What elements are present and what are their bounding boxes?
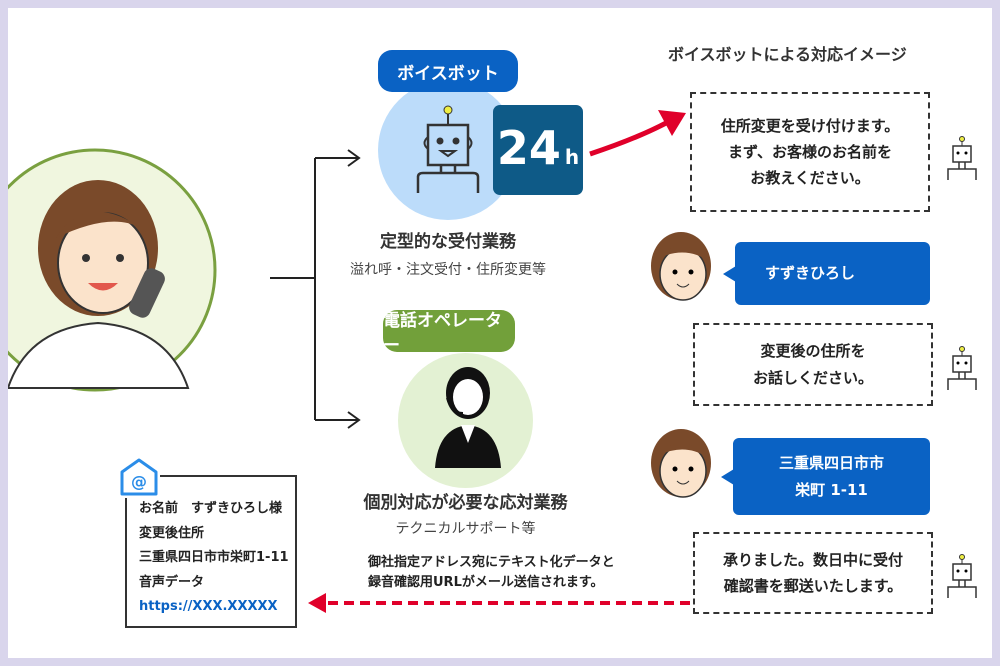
user-message-1: すずきひろし: [723, 242, 930, 305]
operator-label: 電話オペレーター: [383, 310, 515, 356]
robot-avatar-icon: [947, 554, 977, 598]
email-icon: @: [118, 456, 160, 498]
mail-note: 御社指定アドレス宛にテキスト化データと録音確認用URLがメール送信されます。: [368, 555, 615, 590]
red-arrow: [589, 119, 670, 157]
caller-illustration: [8, 148, 217, 392]
badge-hours: 24: [496, 121, 561, 175]
robot-avatar-icon: [947, 346, 977, 390]
connector-lines: [270, 110, 690, 613]
svg-text:@: @: [131, 472, 147, 491]
voicebot-heading: 定型的な受付業務: [380, 232, 516, 252]
robot-icon: [416, 105, 480, 193]
robot-avatar-icon: [947, 136, 977, 180]
bot-message-1: 住所変更を受け付けます。まず、お客様のお名前をお教えください。: [690, 92, 930, 212]
caller-avatar: [650, 231, 712, 301]
bot-message-2: 変更後の住所をお話しください。: [693, 323, 933, 406]
audio-link[interactable]: https://XXX.XXXXX: [139, 599, 278, 614]
voicebot-label: ボイスボット: [378, 50, 518, 92]
caller-avatar: [650, 428, 712, 498]
panel-title: ボイスボットによる対応イメージ: [668, 45, 907, 64]
bot-message-3: 承りました。数日中に受付確認書を郵送いたします。: [693, 532, 933, 614]
badge-unit: h: [564, 145, 580, 169]
voicebot-sub: 溢れ呼・注文受付・住所変更等: [350, 262, 546, 278]
operator-sub: テクニカルサポート等: [395, 521, 536, 537]
user-message-2: 三重県四日市市栄町 1-11: [721, 438, 930, 515]
operator-heading: 個別対応が必要な応対業務: [363, 493, 568, 513]
operator-icon: [435, 367, 501, 468]
